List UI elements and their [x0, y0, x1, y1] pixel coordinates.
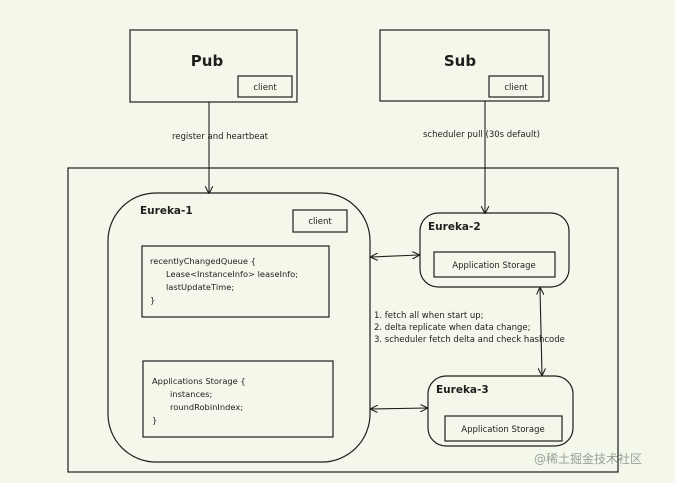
- applications-storage-box: [142, 360, 334, 438]
- storage-line-1: Applications Storage {: [152, 376, 246, 386]
- pub-title: Pub: [191, 52, 224, 70]
- storage-line-4: }: [152, 415, 157, 425]
- eureka3-node: Eureka-3 Application Storage: [427, 375, 574, 447]
- queue-line-4: }: [150, 295, 155, 305]
- pub-client-box: [237, 75, 293, 98]
- scheduler-pull-label: scheduler pull (30s default): [423, 130, 540, 140]
- sub-title: Sub: [444, 52, 476, 70]
- watermark: @稀土掘金技术社区: [534, 451, 642, 466]
- eureka1-box: [107, 192, 371, 463]
- eureka1-eureka2-sync-arrow: [371, 255, 419, 257]
- eureka3-storage-label: Application Storage: [461, 425, 544, 435]
- eureka1-client-label: client: [308, 217, 332, 227]
- note-3: 3. scheduler fetch delta and check hashc…: [374, 335, 565, 345]
- sub-box: [379, 29, 550, 102]
- pub-client-label: client: [253, 83, 277, 93]
- eureka1-client-box: [292, 209, 348, 233]
- note-2: 2. delta replicate when data change;: [374, 323, 531, 333]
- storage-line-2: instances;: [170, 389, 212, 399]
- eureka3-title: Eureka-3: [436, 384, 489, 396]
- storage-line-3: roundRobinIndex;: [170, 402, 243, 412]
- pub-node: Pub client: [129, 29, 298, 103]
- register-label: register and heartbeat: [172, 132, 269, 142]
- eureka2-title: Eureka-2: [428, 221, 481, 233]
- sub-node: Sub client: [379, 29, 550, 102]
- eureka2-storage-label: Application Storage: [452, 261, 535, 271]
- eureka2-node: Eureka-2 Application Storage: [419, 212, 570, 288]
- eureka2-eureka3-sync-arrow: [540, 288, 542, 375]
- queue-line-2: Lease<InstanceInfo> leaseInfo;: [166, 269, 298, 279]
- eureka3-storage-box: [444, 415, 563, 442]
- eureka1-eureka3-sync-arrow: [371, 408, 427, 409]
- eureka1-title: Eureka-1: [140, 205, 193, 217]
- eureka2-box: [419, 212, 570, 288]
- sub-client-box: [488, 75, 544, 98]
- eureka2-storage-box: [433, 251, 556, 278]
- note-1: 1. fetch all when start up;: [374, 311, 484, 321]
- eureka3-box: [427, 375, 574, 447]
- sub-client-label: client: [504, 83, 528, 93]
- pub-box: [129, 29, 298, 103]
- recently-changed-queue-box: [141, 245, 330, 318]
- queue-line-1: recentlyChangedQueue {: [150, 256, 256, 266]
- cluster-container: [67, 167, 619, 473]
- queue-line-3: lastUpdateTime;: [166, 282, 234, 292]
- eureka1-node: Eureka-1 client recentlyChangedQueue { L…: [107, 192, 371, 463]
